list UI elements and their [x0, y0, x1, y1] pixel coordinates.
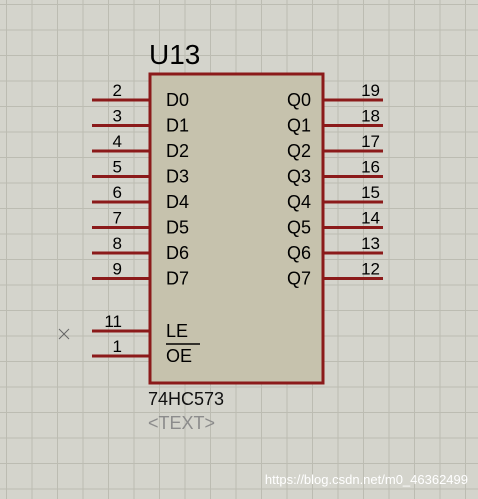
pin-q1[interactable]: 18 Q1 [287, 107, 383, 136]
pin-label: LE [166, 321, 188, 341]
pin-d4[interactable]: 6 D4 [92, 183, 189, 212]
pin-label: D1 [166, 116, 189, 136]
left-pins: 2 D0 3 D1 4 D2 5 D3 6 D4 7 D5 8 D6 9 D7 [92, 81, 189, 289]
pin-number: 4 [113, 132, 122, 151]
pin-number: 18 [361, 107, 380, 126]
pin-label: Q4 [287, 192, 311, 212]
pin-label: Q5 [287, 218, 311, 238]
pin-label: D0 [166, 90, 189, 110]
pin-number: 9 [113, 260, 122, 279]
pin-number: 5 [113, 158, 122, 177]
pin-d1[interactable]: 3 D1 [92, 107, 189, 136]
pin-label: D3 [166, 167, 189, 187]
pin-q7[interactable]: 12 Q7 [287, 260, 383, 289]
pin-label: D6 [166, 243, 189, 263]
pin-label: D7 [166, 269, 189, 289]
pin-label: Q7 [287, 269, 311, 289]
component-reference: U13 [149, 39, 200, 70]
pin-number: 14 [361, 209, 380, 228]
pin-number: 12 [361, 260, 380, 279]
pin-q2[interactable]: 17 Q2 [287, 132, 383, 161]
pin-label: Q6 [287, 243, 311, 263]
pin-number: 6 [113, 183, 122, 202]
pin-number: 8 [113, 234, 122, 253]
pin-label: Q1 [287, 116, 311, 136]
pin-q5[interactable]: 14 Q5 [287, 209, 383, 238]
pin-oe[interactable]: 1 OE [92, 337, 200, 366]
pin-number: 2 [113, 81, 122, 100]
pin-d3[interactable]: 5 D3 [92, 158, 189, 187]
pin-number: 3 [113, 107, 122, 126]
text-placeholder: <TEXT> [148, 413, 215, 433]
part-number: 74HC573 [148, 389, 224, 409]
pin-label: D4 [166, 192, 189, 212]
pin-label: D5 [166, 218, 189, 238]
pin-d0[interactable]: 2 D0 [92, 81, 189, 110]
pin-number: 19 [361, 81, 380, 100]
control-pins: 11 LE 1 OE [92, 312, 200, 366]
pin-number: 17 [361, 132, 380, 151]
right-pins: 19 Q0 18 Q1 17 Q2 16 Q3 15 Q4 14 Q5 13 Q6 12 Q7 [287, 81, 383, 289]
pin-le[interactable]: 11 LE [92, 312, 188, 341]
pin-q4[interactable]: 15 Q4 [287, 183, 383, 212]
pin-number: 15 [361, 183, 380, 202]
pin-number: 1 [113, 337, 122, 356]
pin-label: Q0 [287, 90, 311, 110]
pin-d7[interactable]: 9 D7 [92, 260, 189, 289]
pin-d6[interactable]: 8 D6 [92, 234, 189, 263]
pin-label: Q2 [287, 141, 311, 161]
pin-label: D2 [166, 141, 189, 161]
pin-number: 16 [361, 158, 380, 177]
cross-marker-icon [58, 328, 70, 340]
pin-q6[interactable]: 13 Q6 [287, 234, 383, 263]
pin-label: OE [166, 346, 192, 366]
pin-label: Q3 [287, 167, 311, 187]
pin-number: 7 [113, 209, 122, 228]
watermark: https://blog.csdn.net/m0_46362499 [265, 472, 468, 487]
pin-d2[interactable]: 4 D2 [92, 132, 189, 161]
pin-number: 11 [104, 312, 122, 331]
pin-q0[interactable]: 19 Q0 [287, 81, 383, 110]
pin-q3[interactable]: 16 Q3 [287, 158, 383, 187]
pin-number: 13 [361, 234, 380, 253]
pin-d5[interactable]: 7 D5 [92, 209, 189, 238]
